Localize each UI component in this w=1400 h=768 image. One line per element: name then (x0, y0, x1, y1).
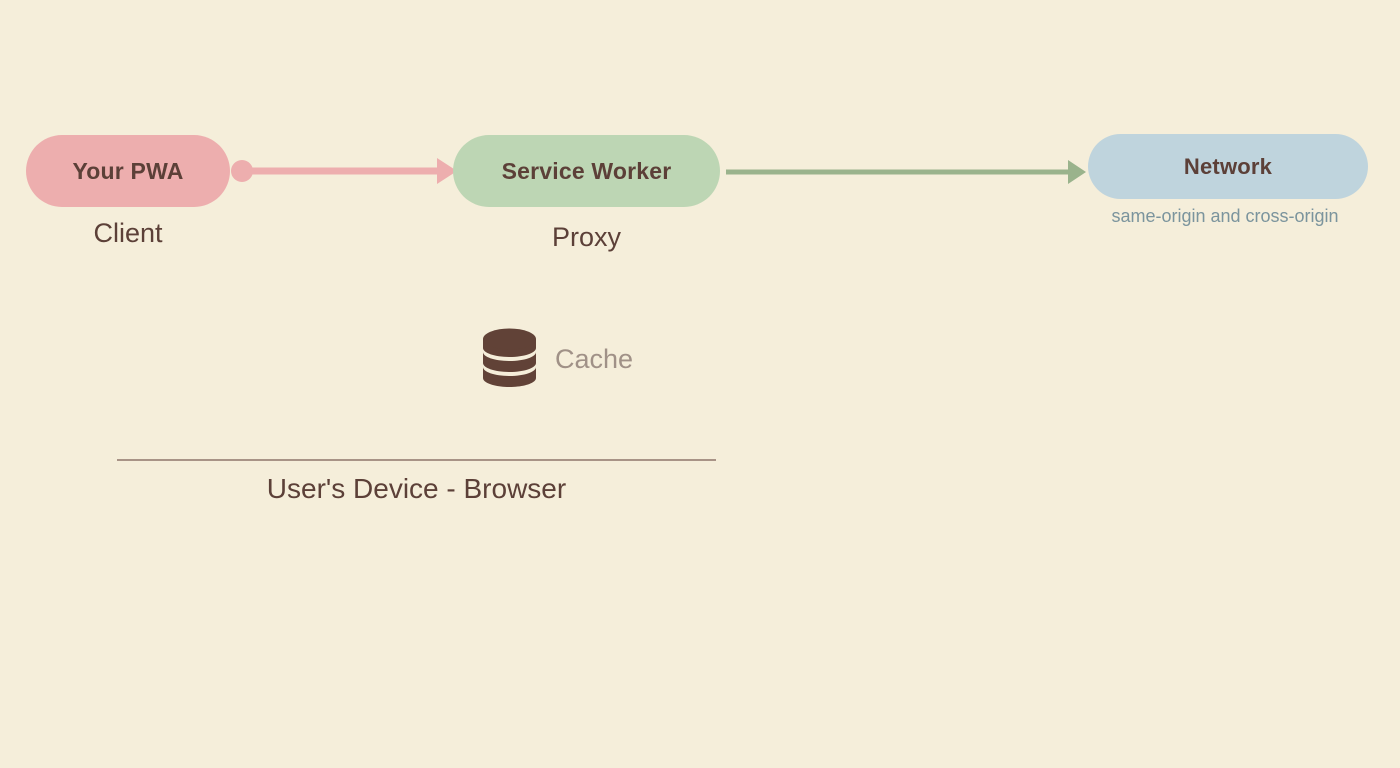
device-boundary-divider (117, 459, 716, 461)
node-service-worker-label: Service Worker (501, 157, 672, 184)
node-service-worker[interactable]: Service Worker (453, 135, 720, 207)
device-boundary-label: User's Device - Browser (266, 473, 567, 504)
database-icon (483, 328, 536, 387)
node-network-label: Network (1183, 153, 1273, 179)
node-your-pwa[interactable]: Your PWA (26, 135, 230, 207)
cache-label: Cache (555, 343, 634, 374)
node-your-pwa-label: Your PWA (72, 157, 184, 184)
cache-group: Cache (482, 328, 633, 390)
arrow-pwa-to-service-worker (231, 158, 457, 184)
caption-network-origins: same-origin and cross-origin (1111, 206, 1339, 226)
caption-client: Client (93, 218, 163, 248)
arrow-service-worker-to-network (726, 160, 1086, 184)
node-network[interactable]: Network (1088, 134, 1368, 199)
caption-proxy: Proxy (551, 222, 622, 252)
